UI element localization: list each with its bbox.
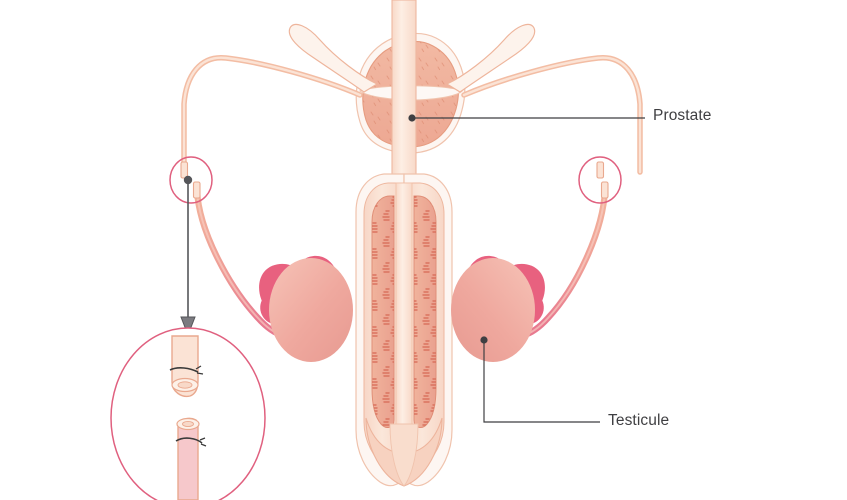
testicle-left	[269, 258, 353, 362]
testicule-leader-line	[483, 340, 600, 423]
corpus-cavernosum-right	[413, 195, 437, 428]
seminal-vesicle-left	[288, 23, 379, 93]
urethra-column	[391, 0, 417, 189]
seminal-vesicle-right	[445, 23, 536, 93]
vasectomy-site-left	[169, 156, 213, 204]
testicule-label: Testicule	[608, 412, 669, 429]
vasectomy-site-right	[578, 156, 622, 204]
zoom-arrow	[180, 175, 196, 337]
prostate-label: Prostate	[653, 107, 712, 124]
vas-deferens-inset	[110, 327, 266, 500]
cut-vas-lower-end	[175, 417, 207, 500]
testicle-right	[451, 258, 535, 362]
cut-vas-upper-end	[169, 335, 204, 398]
label-prostate[interactable]: Prostate	[408, 107, 711, 124]
penis-shaft	[355, 173, 453, 487]
glans	[365, 417, 443, 487]
label-testicule[interactable]: Testicule	[480, 336, 669, 429]
corpus-cavernosum-left	[371, 195, 395, 428]
